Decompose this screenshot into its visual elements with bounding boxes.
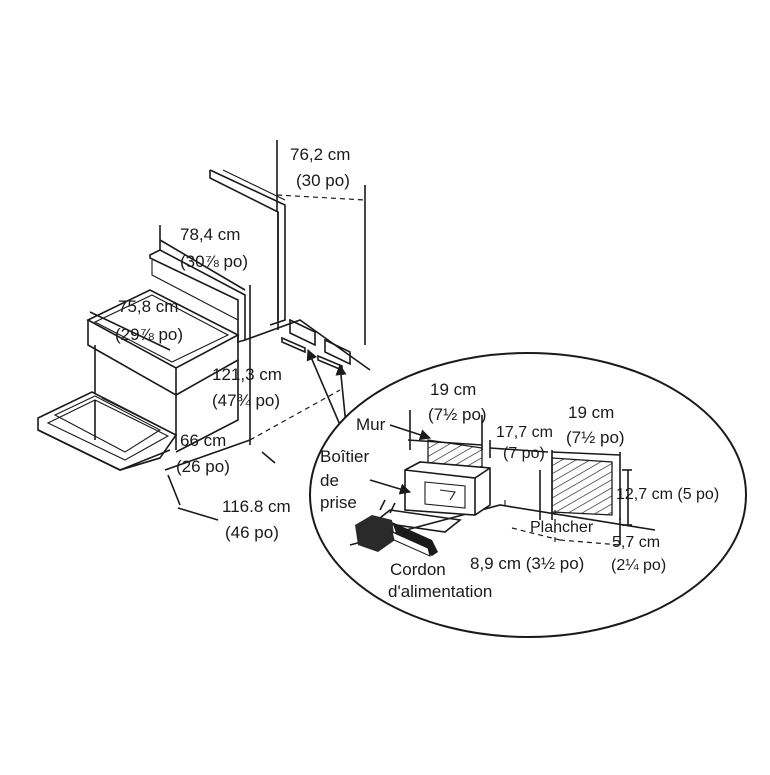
label-depth-116-in: (46 po) (225, 523, 279, 542)
range-illustration (37, 169, 371, 471)
label-boitier-3: prise (320, 493, 357, 512)
label-width-78: 78,4 cm (180, 225, 240, 244)
label-right-19-in: (7½ po) (566, 428, 625, 447)
label-width-75: 75,8 cm (118, 297, 178, 316)
label-height-121-in: (47¾ po) (212, 391, 280, 410)
label-d-8: 8,9 cm (3½ po) (470, 554, 584, 573)
detail-ellipse (309, 352, 747, 638)
label-h-5-in: (2¼ po) (611, 557, 666, 574)
label-depth-116: 116.8 cm (222, 497, 291, 516)
label-left-19: 19 cm (430, 380, 476, 399)
label-gap-17: 17,7 cm (496, 424, 553, 441)
label-height-121: 121,3 cm (212, 365, 282, 384)
labels: 76,2 cm (30 po) 78,4 cm (30⅞ po) 75,8 cm… (115, 145, 719, 601)
label-depth-66: 66 cm (180, 431, 226, 450)
label-depth-66-in: (26 po) (176, 457, 230, 476)
label-gap-17-in: (7 po) (503, 445, 545, 462)
label-width-75-in: (29⅞ po) (115, 325, 183, 344)
dimension-lines (89, 140, 366, 521)
label-plancher: Plancher (530, 519, 594, 536)
label-width-78-in: (30⅞ po) (180, 252, 248, 271)
label-right-19: 19 cm (568, 403, 614, 422)
label-cordon-2: d'alimentation (388, 582, 492, 601)
label-boitier-2: de (320, 471, 339, 490)
label-left-19-in: (7½ po) (428, 405, 487, 424)
label-boitier-1: Boîtier (320, 447, 369, 466)
label-mur: Mur (356, 415, 386, 434)
label-cordon-1: Cordon (390, 560, 446, 579)
label-h-12: 12,7 cm (5 po) (616, 486, 719, 503)
label-h-5: 5,7 cm (612, 534, 660, 551)
label-width-76: 76,2 cm (290, 145, 350, 164)
label-width-76-in: (30 po) (296, 171, 350, 190)
callout-arrows (306, 348, 347, 426)
